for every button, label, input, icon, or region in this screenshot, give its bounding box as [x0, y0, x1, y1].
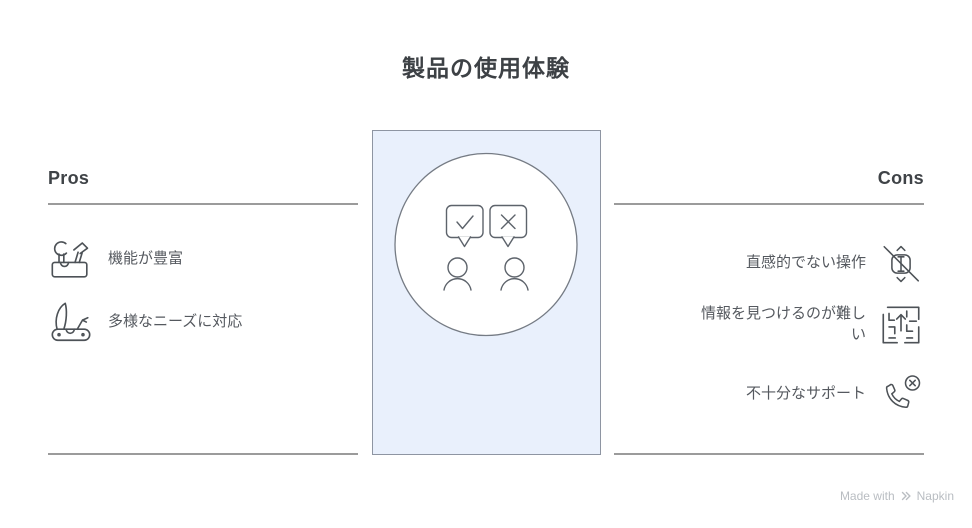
napkin-logo-icon — [901, 491, 911, 501]
pros-item-label: 機能が豊富 — [108, 250, 184, 268]
cons-item-label: 不十分なサポート — [745, 385, 866, 403]
cons-item-unintuitive-operation: 直感的でない操作 — [746, 240, 924, 287]
pros-item-diverse-needs: 多様なニーズに対応 — [48, 299, 242, 346]
page-title: 製品の使用体験 — [402, 55, 570, 81]
pros-item-label: 多様なニーズに対応 — [108, 313, 243, 331]
scroll-disabled-icon — [883, 245, 920, 282]
approve-reject-people-illustration — [394, 152, 578, 337]
swiss-army-knife-icon — [51, 302, 91, 341]
cons-bottom-divider — [614, 453, 924, 455]
cons-item-label: 情報を見つけるのが難しい — [700, 305, 866, 343]
center-panel — [372, 130, 601, 455]
phone-missed-icon — [885, 374, 921, 408]
pros-heading: Pros — [48, 168, 90, 188]
pros-item-rich-features: 機能が豊富 — [48, 236, 183, 283]
cons-item-insufficient-support: 不十分なサポート — [746, 371, 924, 418]
made-with-text: Made with — [839, 489, 895, 503]
cons-header-divider — [614, 203, 924, 205]
footer-credit: Made with Napkin — [840, 489, 954, 503]
cons-item-label: 直感的でない操作 — [745, 254, 866, 272]
cons-heading: Cons — [877, 168, 924, 188]
cons-item-hard-to-find-info: 情報を見つけるのが難しい — [690, 301, 924, 348]
toolbox-icon — [51, 240, 89, 278]
pros-header-divider — [48, 203, 358, 205]
pros-bottom-divider — [48, 453, 358, 455]
brand-text: Napkin — [916, 489, 954, 503]
maze-icon — [882, 305, 920, 344]
